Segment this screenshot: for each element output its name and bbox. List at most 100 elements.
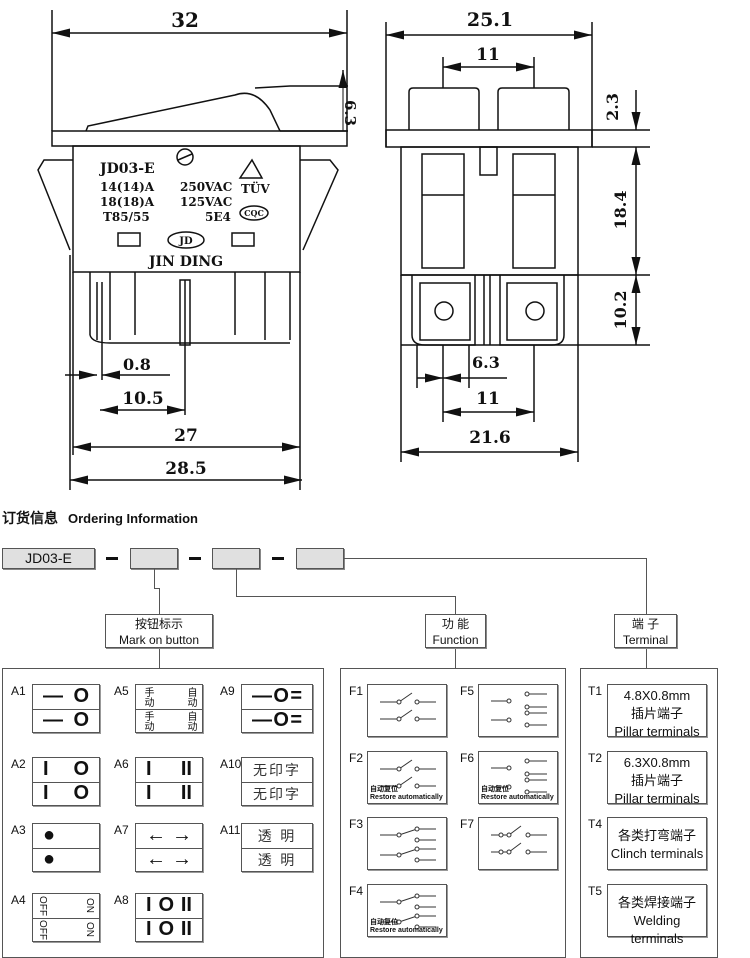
group-terminal: 端 子 Terminal	[614, 614, 677, 648]
dim-width-top: 32	[171, 8, 199, 32]
mark-option-label: A10	[220, 757, 242, 771]
terminal-option-label: T4	[588, 817, 603, 831]
mark-option-a1: —O—O	[32, 684, 100, 733]
terminal-code-box	[296, 548, 344, 569]
dim-button-spacing: 11	[476, 45, 500, 65]
caption-cn: 自动复位	[481, 786, 509, 793]
mark-text: 透 明	[257, 828, 297, 845]
terminal-text-l1: 6.3X0.8mm	[623, 755, 691, 770]
mark-option-label: A3	[11, 823, 26, 837]
rating-2: 18(18)A	[100, 195, 155, 209]
title-cn: 订货信息	[2, 510, 58, 526]
temp-rating: T85/55	[103, 210, 150, 224]
jd-logo: JD	[178, 236, 193, 247]
mark-text: 自动	[185, 710, 196, 731]
mark-symbol: O	[73, 758, 89, 781]
switch-schematic-icon	[380, 893, 436, 930]
code-text: 5E4	[205, 210, 231, 224]
mark-option-a7: ←→←→	[135, 823, 203, 872]
function-option-label: F4	[349, 884, 364, 898]
mark-option-label: A8	[114, 893, 129, 907]
dim-overall-width: 28.5	[165, 459, 206, 479]
dim-rocker-height: 6.3	[341, 100, 359, 126]
mark-row: 无印字	[242, 758, 312, 782]
mark-symbol: I	[43, 782, 49, 805]
mark-symbol: ←	[146, 848, 166, 871]
switch-schematic-icon	[491, 825, 547, 855]
function-option-label: F1	[349, 684, 364, 698]
mark-symbol: —	[43, 685, 63, 708]
dim-body-width: 21.6	[469, 428, 510, 448]
mark-symbol: O	[73, 782, 89, 805]
mark-text: 透 明	[257, 852, 297, 869]
mark-symbol: —	[252, 709, 272, 732]
terminal-option-label: T2	[588, 751, 603, 765]
mark-symbol: I	[43, 758, 49, 781]
switch-schematic-icon	[380, 826, 436, 863]
voltage-1: 250VAC	[180, 180, 232, 194]
mark-symbol: O	[273, 685, 289, 708]
mark-option-label: A11	[220, 823, 241, 837]
dim-body-width: 27	[174, 426, 198, 446]
dim-pin-offset: 10.5	[122, 389, 163, 409]
mark-symbol: →	[172, 824, 192, 847]
mark-option-label: A6	[114, 757, 129, 771]
dim-terminal-spacing: 11	[476, 389, 500, 409]
mark-option-label: A9	[220, 684, 235, 698]
mark-text: 无印字	[253, 762, 301, 779]
function-option-label: F6	[460, 751, 475, 765]
terminal-text-l2: 插片端子	[630, 773, 683, 788]
caption-en: Restore automatically	[481, 794, 554, 801]
mark-text: 手动	[142, 686, 153, 707]
group-en: Terminal	[622, 633, 669, 647]
mark-option-label: A2	[11, 757, 26, 771]
dash	[106, 557, 118, 560]
model-text: JD03-E	[98, 161, 155, 177]
dim-terminal-height: 10.2	[611, 291, 630, 330]
caption-en: Restore automatically	[370, 927, 443, 934]
terminal-text-l3: Pillar terminals	[614, 791, 700, 806]
group-cn: 按钮标示	[134, 617, 183, 631]
terminal-text-l2: 各类焊接端子	[617, 895, 696, 910]
switch-label: JD03-E 14(14)A 250VAC 18(18)A 125VAC T85…	[98, 161, 270, 270]
switch-schematic-icon	[380, 759, 436, 789]
mark-symbol: =	[290, 709, 302, 732]
switch-schematic-icon	[491, 691, 547, 728]
dim-flange: 2.3	[603, 93, 622, 121]
mark-text: 无印字	[253, 786, 301, 803]
terminal-option-label: T1	[588, 684, 603, 698]
mark-row: ←→	[136, 824, 202, 848]
caption-en: Restore automatically	[370, 794, 443, 801]
side-view-drawing: 32 6.3 0.8 10.5 27 28.5 JD03-E 14(14)A 2…	[37, 8, 359, 490]
mark-symbol: I	[146, 782, 152, 805]
group-en: Function	[432, 633, 479, 647]
mark-row: ←→	[136, 847, 202, 872]
group-cn: 端 子	[631, 617, 660, 631]
mark-code-box	[130, 548, 178, 569]
terminal-option-t2: 6.3X0.8mm 插片端子 Pillar terminals	[607, 751, 707, 806]
mark-row: —O=	[242, 708, 312, 733]
mark-row: 手动自动	[136, 685, 202, 709]
dim-width-top: 25.1	[467, 9, 513, 31]
function-option-label: F7	[460, 817, 475, 831]
voltage-2: 125VAC	[180, 195, 232, 209]
mark-row: 透 明	[242, 824, 312, 848]
function-option-label: F5	[460, 684, 475, 698]
mark-row: 透 明	[242, 847, 312, 872]
mark-text: ON	[84, 898, 95, 914]
caption-cn: 自动复位	[370, 919, 398, 926]
mark-symbol: O	[73, 685, 89, 708]
dash	[189, 557, 201, 560]
